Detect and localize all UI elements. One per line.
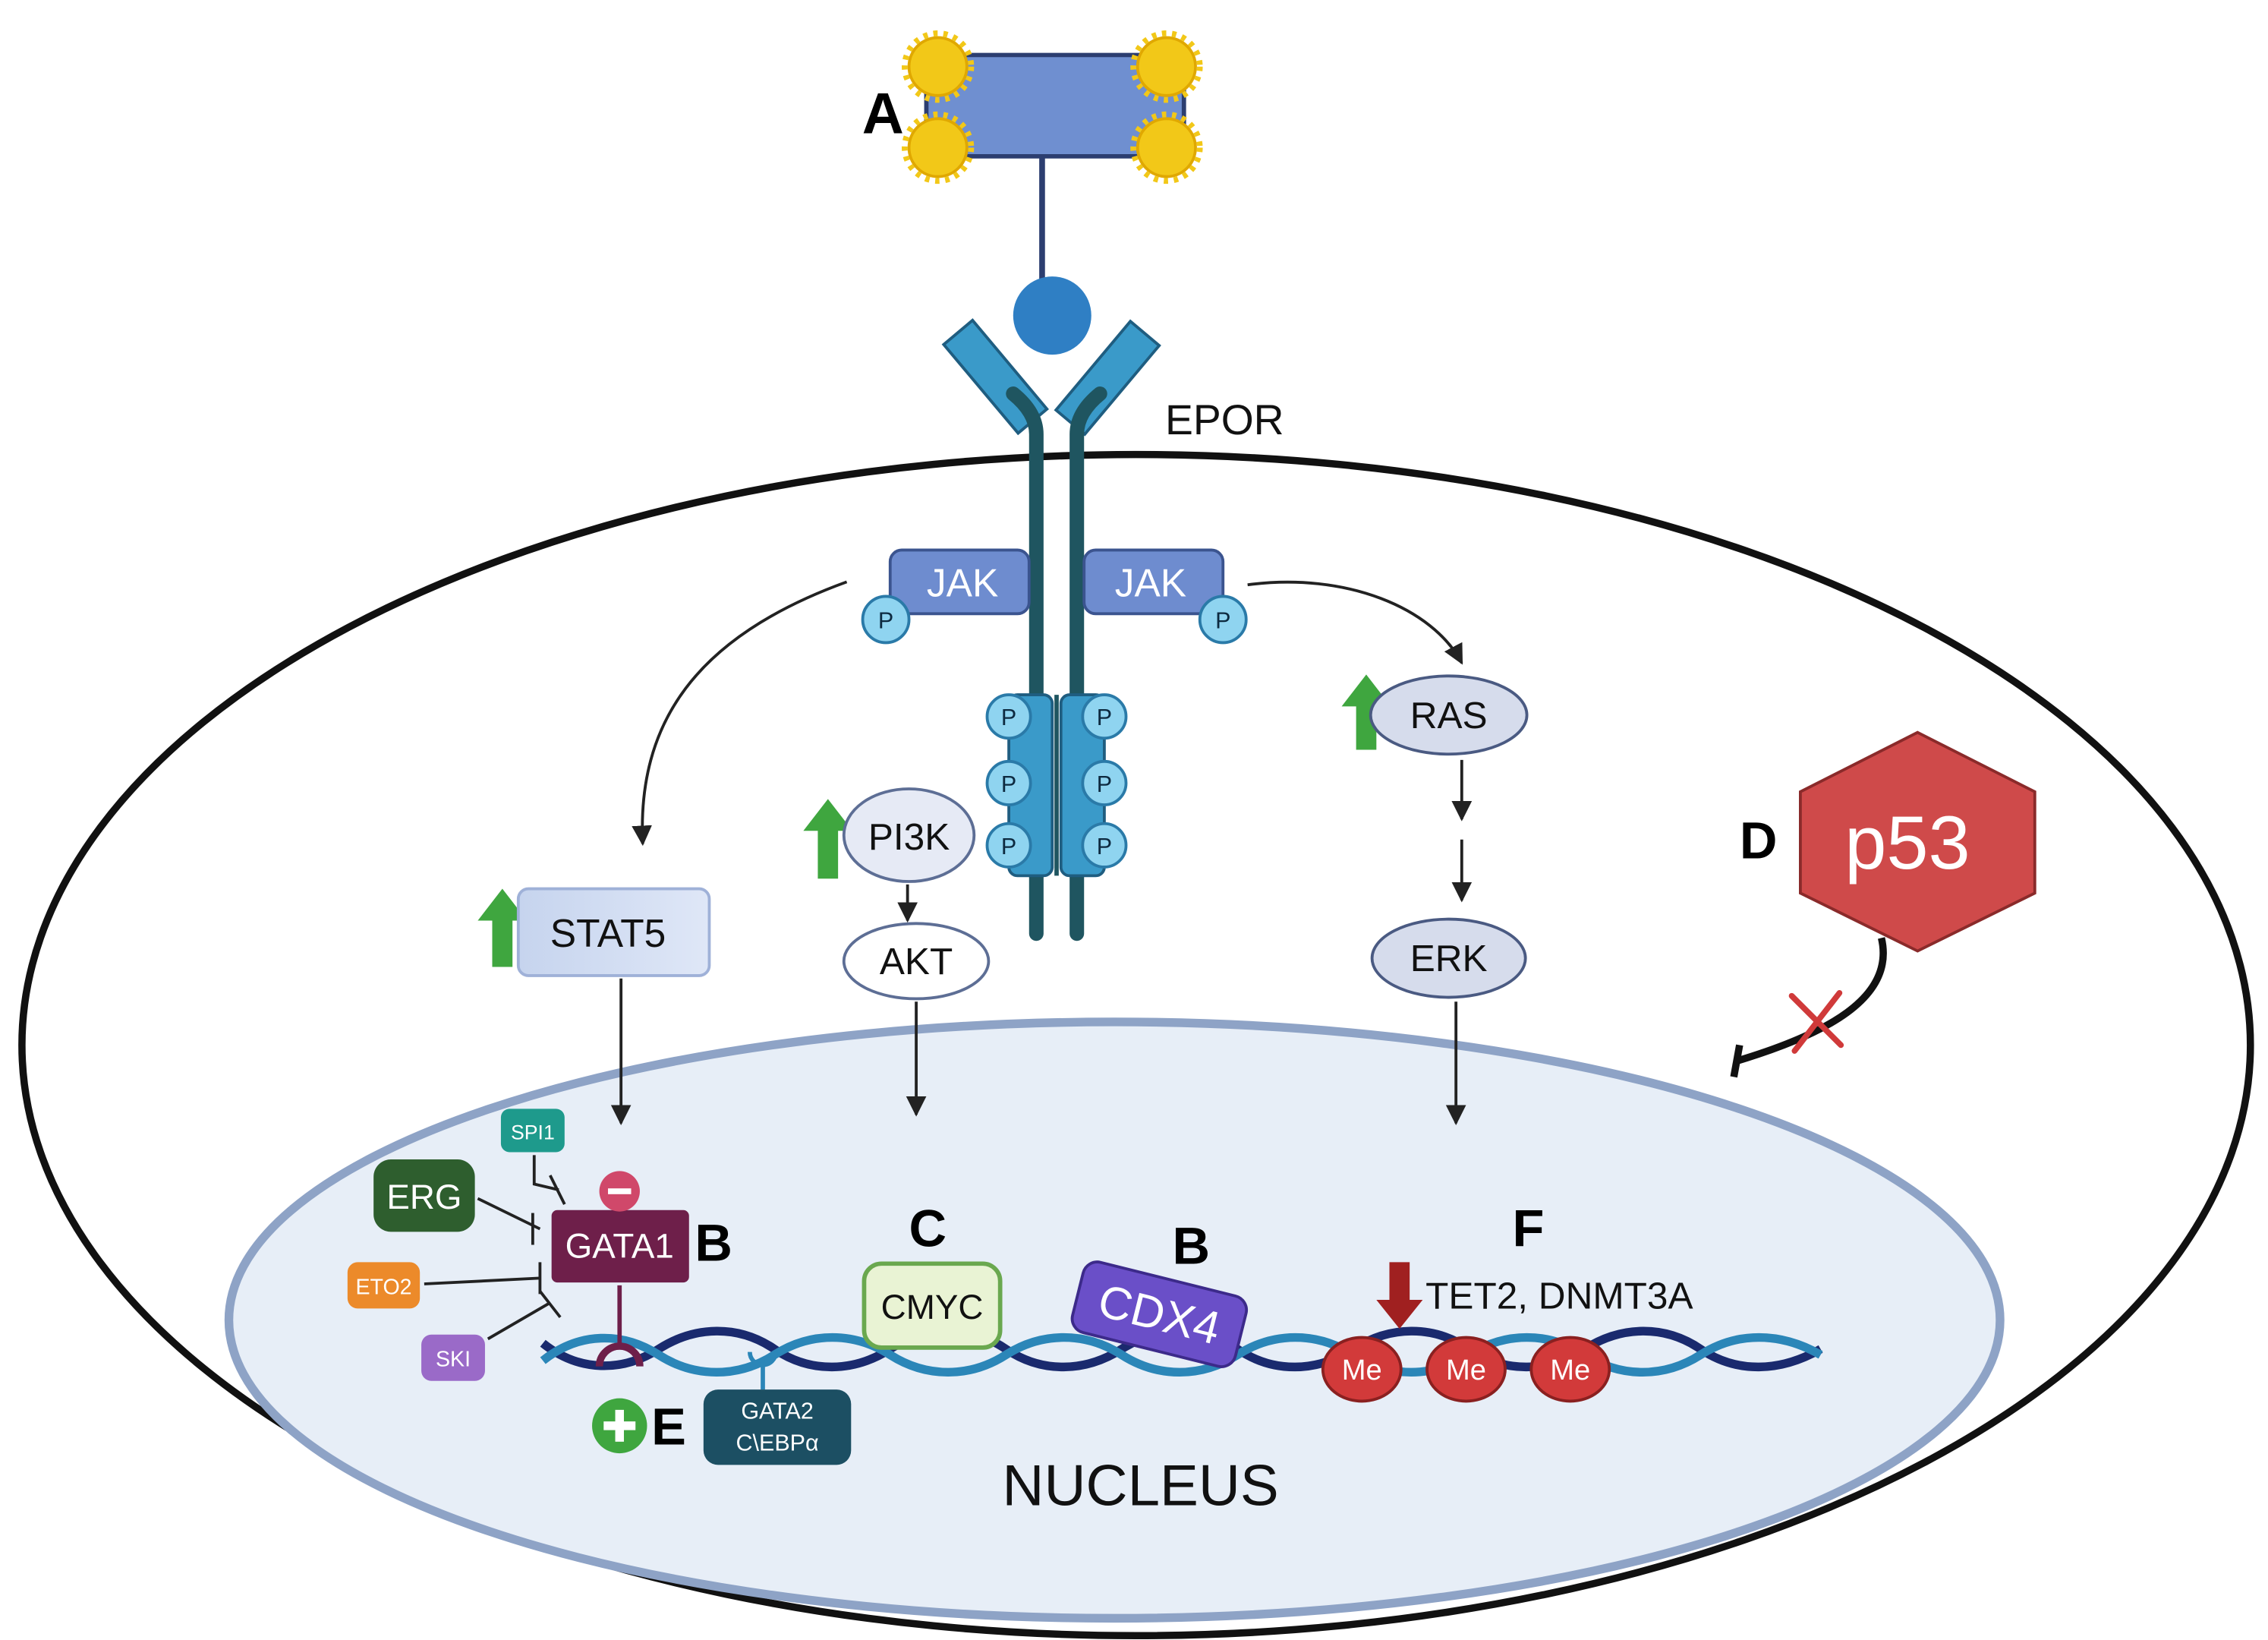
ski-node: SKI <box>421 1334 485 1381</box>
jak-left-phospho-label: P <box>878 607 893 633</box>
cdx4-node: CDX4 <box>1070 1260 1249 1368</box>
up-arrow-icon <box>477 888 528 967</box>
receptor-stems <box>1006 386 1107 941</box>
label-A: A <box>862 81 904 146</box>
ligand-sun-icon <box>907 36 1197 178</box>
eto2-label: ETO2 <box>355 1275 411 1299</box>
blocked-x-icon <box>1788 990 1844 1054</box>
label-B-gata1: B <box>695 1214 732 1273</box>
inhibit-minus-icon <box>599 1171 640 1212</box>
down-arrow-icon <box>1376 1262 1423 1329</box>
cebpa-label: C\EBPα <box>736 1430 818 1456</box>
jak-right-label: JAK <box>1115 560 1186 604</box>
akt-node: AKT <box>842 922 991 1001</box>
pi3k-label: PI3K <box>868 815 950 858</box>
stat5-node: STAT5 <box>516 887 711 977</box>
gata2-label: GATA2 <box>741 1398 813 1424</box>
akt-label: AKT <box>880 940 953 982</box>
gata1-node: GATA1 <box>551 1210 689 1283</box>
label-D: D <box>1740 812 1778 870</box>
receptor-phospho-groups <box>985 693 1128 869</box>
me-label: Me <box>1342 1354 1382 1386</box>
pi3k-node: PI3K <box>842 787 976 883</box>
plus-icon <box>592 1398 647 1454</box>
gata1-label: GATA1 <box>565 1227 674 1266</box>
epor-label: EPOR <box>1165 396 1284 443</box>
phospho-label: P <box>1001 834 1016 859</box>
phospho-label: P <box>1097 705 1112 730</box>
phospho-label: P <box>1001 771 1016 797</box>
jak-left: JAK P <box>861 548 1031 645</box>
p53-label: p53 <box>1844 801 1970 885</box>
eto2-node: ETO2 <box>347 1262 421 1309</box>
me-label: Me <box>1446 1354 1486 1386</box>
label-C: C <box>909 1199 947 1257</box>
epo-ball <box>1013 276 1091 355</box>
tet2-dnmt3a-label: TET2, DNMT3A <box>1425 1274 1693 1317</box>
p53-node: p53 <box>1799 730 2036 953</box>
methyl-groups <box>1321 1336 1611 1403</box>
jak-left-label: JAK <box>927 560 998 604</box>
erk-label: ERK <box>1410 937 1488 979</box>
gata2-cebpa-node: GATA2 C\EBPα <box>703 1389 852 1465</box>
cmyc-node: CMYC <box>862 1261 1003 1350</box>
ras-node: RAS <box>1369 674 1529 756</box>
up-arrow-icon <box>803 799 853 879</box>
phospho-label: P <box>1097 771 1112 797</box>
nucleus-label: NUCLEUS <box>1002 1454 1278 1519</box>
ski-label: SKI <box>436 1348 471 1372</box>
cmyc-label: CMYC <box>881 1288 984 1326</box>
stat5-label: STAT5 <box>550 911 666 955</box>
jak-right-phospho-label: P <box>1215 607 1230 633</box>
methyl-group <box>1529 1336 1611 1403</box>
up-arrow-icon <box>1341 674 1391 750</box>
jak-right: JAK P <box>1082 548 1248 645</box>
label-B-cdx4: B <box>1173 1216 1211 1275</box>
epo-ligand-complex <box>902 30 1203 282</box>
methyl-group <box>1321 1336 1403 1403</box>
p53-inhibition-line <box>1735 937 1887 1064</box>
label-F: F <box>1513 1199 1545 1257</box>
spi1-label: SPI1 <box>511 1121 555 1143</box>
phospho-label: P <box>1097 834 1112 859</box>
spi1-node: SPI1 <box>500 1109 565 1153</box>
ras-label: RAS <box>1410 694 1488 736</box>
phospho-label: P <box>1001 705 1016 730</box>
methyl-group <box>1425 1336 1507 1403</box>
erg-node: ERG <box>373 1159 475 1232</box>
label-E: E <box>651 1398 686 1456</box>
erg-label: ERG <box>386 1178 461 1216</box>
erk-node: ERK <box>1370 917 1527 999</box>
arrow-jak-to-ras <box>1247 580 1463 665</box>
me-label: Me <box>1550 1354 1590 1386</box>
arrow-jak-to-stat5 <box>632 580 848 847</box>
epo-ligand-body <box>924 52 1186 159</box>
